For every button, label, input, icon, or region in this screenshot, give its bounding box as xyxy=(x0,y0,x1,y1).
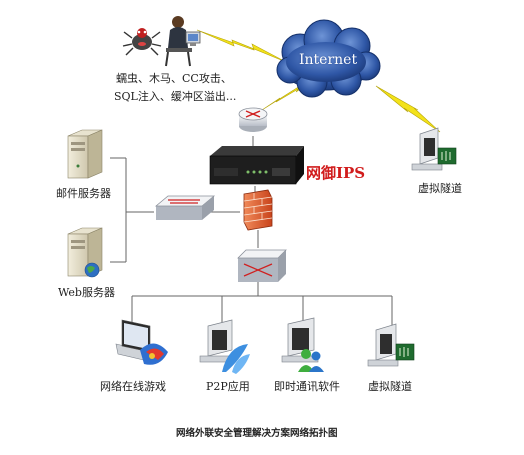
client-label-im: 即时通讯软件 xyxy=(274,380,340,393)
attack-types-line1: 蠕虫、木马、CC攻击、 xyxy=(116,72,232,85)
mail-server-label: 邮件服务器 xyxy=(56,187,111,200)
p2p-computer-icon xyxy=(199,319,250,374)
connection-lines xyxy=(110,136,393,330)
client-label-game: 网络在线游戏 xyxy=(100,380,166,393)
hacker-icon xyxy=(165,16,201,67)
tunnel-computer-icon xyxy=(367,323,415,367)
client-label-tunnel: 虚拟隧道 xyxy=(368,380,412,393)
laptop-game-icon xyxy=(115,319,168,365)
core-switch-icon xyxy=(237,249,287,282)
web-server-icon xyxy=(67,227,103,278)
mail-server-icon xyxy=(67,129,103,179)
virus-bug-icon xyxy=(122,28,162,56)
web-server-label: Web服务器 xyxy=(58,286,115,299)
remote-computer-icon xyxy=(411,127,457,171)
attack-types-line2: SQL注入、缓冲区溢出... xyxy=(114,90,237,103)
firewall-icon xyxy=(243,189,273,231)
remote-tunnel-label: 虚拟隧道 xyxy=(418,182,462,195)
client-label-p2p: P2P应用 xyxy=(206,380,250,393)
internet-cloud-icon xyxy=(276,19,381,98)
im-computer-icon xyxy=(281,317,324,372)
diagram-caption: 网络外联安全管理解决方案网络拓扑图 xyxy=(176,428,338,439)
ips-label: 网御IPS xyxy=(306,164,366,182)
internet-label: Internet xyxy=(299,52,358,68)
ips-appliance-icon xyxy=(209,146,304,185)
router-icon xyxy=(238,107,268,132)
switch-icon xyxy=(154,195,216,220)
